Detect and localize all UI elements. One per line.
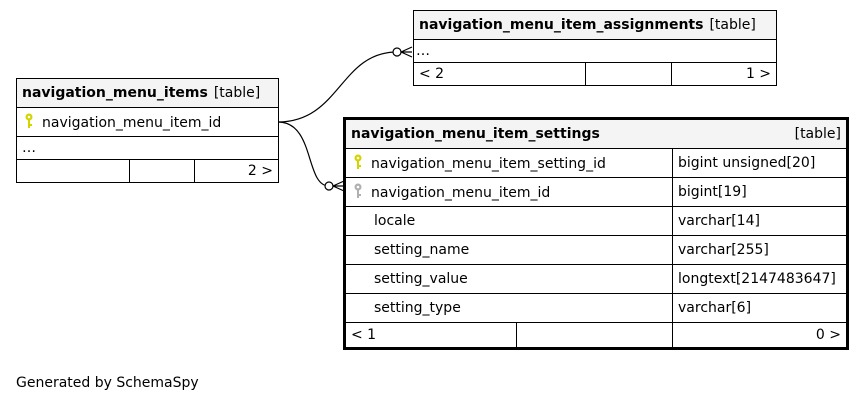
crowfoot-marker	[332, 180, 345, 192]
column-row[interactable]: navigation_menu_item_id	[15, 107, 280, 137]
table-name: navigation_menu_item_settings	[351, 126, 600, 142]
footer-parents	[16, 159, 130, 183]
table-kind: [table]	[794, 126, 841, 142]
column-name[interactable]: setting_value	[344, 264, 673, 294]
zero-optional-marker	[324, 181, 334, 191]
zero-optional-marker	[392, 47, 402, 57]
table-name: navigation_menu_item_assignments	[419, 17, 704, 33]
column-name: navigation_menu_item_id	[42, 115, 222, 131]
column-type: longtext[2147483647]	[672, 264, 848, 294]
table-kind: [table]	[709, 17, 756, 33]
table-name: navigation_menu_items	[22, 85, 208, 101]
crowfoot-marker	[400, 46, 413, 58]
footer-parents[interactable]: < 2	[413, 62, 586, 86]
table-kind: [table]	[213, 85, 261, 101]
primary-key-icon	[24, 113, 34, 129]
column-row[interactable]: navigation_menu_item_setting_id	[344, 148, 673, 178]
column-type: varchar[14]	[672, 206, 848, 236]
footer-spacer	[516, 322, 673, 349]
table-header[interactable]: navigation_menu_items [table]	[15, 78, 280, 108]
footer-spacer	[585, 62, 672, 86]
footer-children[interactable]: 1 >	[670, 62, 778, 86]
edge-items-to-assignments	[277, 51, 398, 123]
column-name[interactable]: setting_name	[344, 235, 673, 265]
table-navigation-menu-item-settings[interactable]: navigation_menu_item_settings [table] nav…	[343, 117, 849, 350]
table-navigation-menu-item-assignments[interactable]: navigation_menu_item_assignments[table] …	[412, 10, 778, 86]
column-type: varchar[255]	[672, 235, 848, 265]
more-columns-row: …	[15, 136, 280, 160]
table-navigation-menu-items[interactable]: navigation_menu_items [table] navigation_…	[15, 78, 280, 183]
column-name[interactable]: setting_type	[344, 293, 673, 323]
column-name[interactable]: locale	[344, 206, 673, 236]
column-type: bigint unsigned[20]	[672, 148, 848, 178]
column-name: navigation_menu_item_setting_id	[371, 156, 606, 172]
column-type: bigint[19]	[672, 177, 848, 207]
footer-spacer	[129, 159, 195, 183]
more-columns-row: …	[412, 39, 778, 63]
primary-key-icon	[353, 154, 363, 170]
column-row[interactable]: navigation_menu_item_id	[344, 177, 673, 207]
generated-by-label: Generated by SchemaSpy	[16, 375, 199, 391]
column-type: varchar[6]	[672, 293, 848, 323]
footer-parents[interactable]: < 1	[344, 322, 517, 349]
table-header[interactable]: navigation_menu_item_assignments [table]	[412, 10, 778, 40]
column-name: navigation_menu_item_id	[371, 185, 551, 201]
edge-items-to-settings	[277, 121, 330, 187]
footer-children[interactable]: 2 >	[193, 159, 280, 183]
footer-children[interactable]: 0 >	[672, 322, 848, 349]
table-header[interactable]: navigation_menu_item_settings [table]	[344, 118, 848, 149]
foreign-key-icon	[353, 183, 363, 199]
